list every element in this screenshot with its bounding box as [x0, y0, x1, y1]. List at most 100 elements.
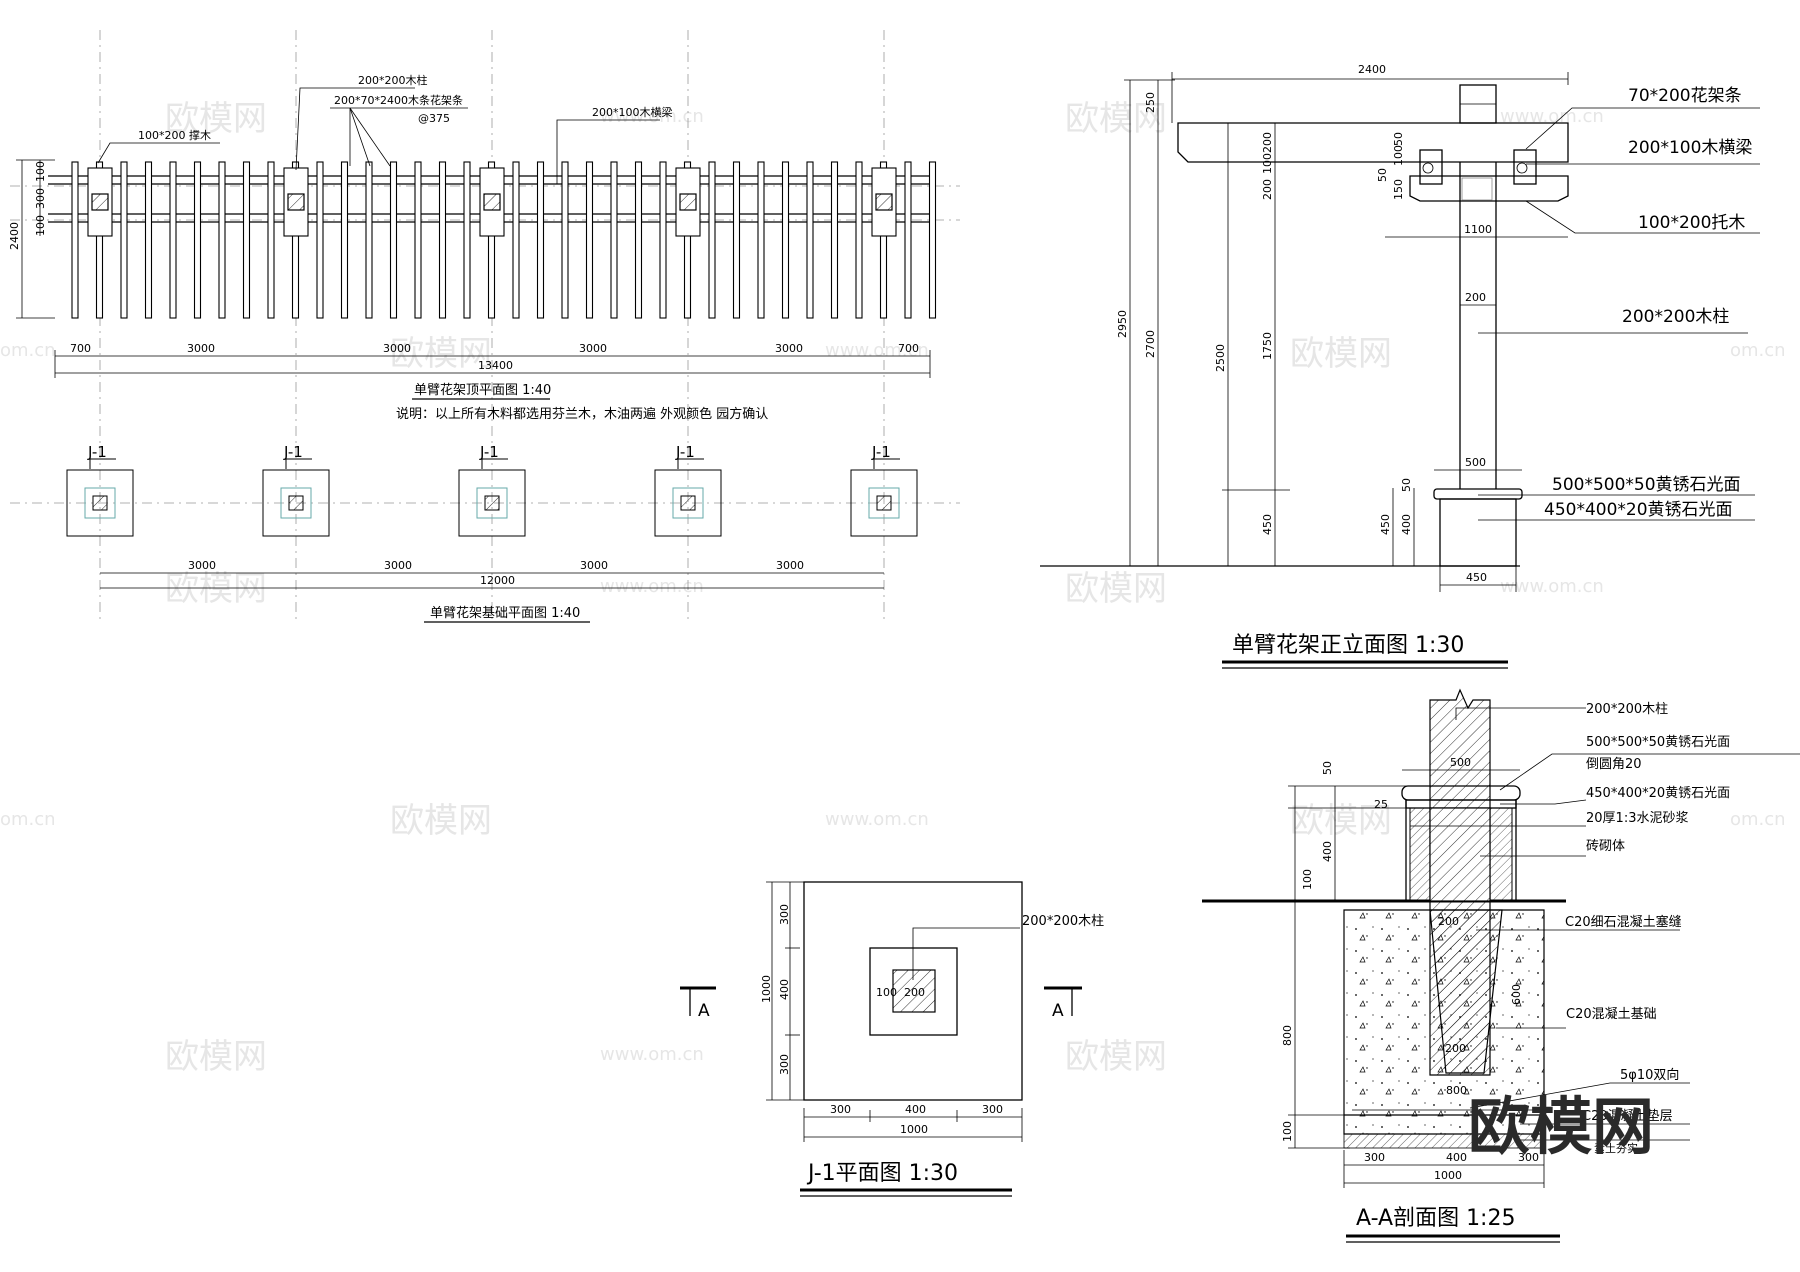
slat	[781, 161, 790, 319]
tag-leader	[677, 458, 704, 469]
slat	[830, 161, 839, 319]
pedestal	[672, 487, 704, 519]
watermark-brand: 欧模网	[165, 569, 267, 609]
j1-dim-h: 300	[982, 1103, 1003, 1116]
sec-label: 素土夯实	[1594, 1141, 1638, 1155]
sec-label: C20细石混凝土塞缝	[1565, 914, 1682, 930]
label-bracket: 100*200 撑木	[138, 128, 211, 142]
watermark-url: om.cn	[0, 809, 56, 830]
label-spacing: @375	[418, 112, 450, 125]
elev-label: 450*400*20黄锈石光面	[1544, 500, 1733, 520]
slat	[414, 161, 422, 319]
column	[875, 193, 893, 211]
elev-label: 200*200木柱	[1622, 307, 1729, 327]
slat	[463, 161, 471, 319]
slat	[879, 161, 888, 319]
elev-dim: 2700	[1144, 330, 1157, 358]
tag-leader	[873, 458, 900, 469]
sec-dim: 500	[1450, 756, 1471, 769]
dim-v: 300	[34, 188, 47, 209]
slat	[169, 161, 177, 319]
j1-dim-v-total: 1000	[760, 975, 773, 1003]
sec-dim: 1000	[1434, 1169, 1462, 1182]
j1-label: 200*200木柱	[1022, 914, 1104, 929]
elev-dim: 200	[1261, 179, 1274, 200]
plan-top: 2400 100 300 100 700 3000 3000 3000 3000…	[8, 30, 960, 620]
slat	[536, 161, 545, 319]
dim-h: 700	[70, 342, 91, 355]
slat	[144, 161, 153, 319]
slat	[659, 161, 667, 319]
slat	[389, 161, 398, 319]
section-title: A-A剖面图 1:25	[1356, 1206, 1515, 1231]
slat	[438, 161, 447, 319]
sec-label: 450*400*20黄锈石光面	[1586, 786, 1730, 801]
j1-dim-h: 400	[905, 1103, 926, 1116]
dim-h: 3000	[579, 342, 607, 355]
dim-h: 3000	[776, 559, 804, 572]
footing-column	[484, 495, 500, 511]
pedestal	[280, 487, 312, 519]
elev-label: 100*200托木	[1638, 213, 1745, 233]
footing-column	[876, 495, 892, 511]
sec-label: 5φ10双向	[1620, 1067, 1679, 1083]
slat	[365, 161, 373, 319]
elev-dim: 2500	[1214, 344, 1227, 372]
dim-h: 3000	[580, 559, 608, 572]
sec-label: C20混凝土基础	[1566, 1006, 1657, 1022]
label-beam: 200*100木横梁	[592, 105, 673, 119]
watermark-url: www.om.cn	[1500, 106, 1604, 127]
slat	[928, 161, 937, 319]
sec-dim: 100	[1281, 1121, 1294, 1142]
sec-dim: 50	[1321, 761, 1334, 775]
watermark-url: www.om.cn	[825, 809, 929, 830]
sec-label: 倒圆角20	[1586, 757, 1642, 772]
j1-dim-h-total: 1000	[900, 1123, 928, 1136]
sec-label: 砖砌体	[1586, 839, 1625, 854]
j1-inner: 100	[876, 986, 897, 999]
dim-v: 100	[34, 215, 47, 236]
column	[91, 193, 109, 211]
watermark-url: om.cn	[1730, 340, 1786, 361]
elev-dim: 2950	[1116, 310, 1129, 338]
watermark-brand: 欧模网	[390, 801, 492, 841]
sec-dim: 400	[1446, 1151, 1467, 1164]
column	[679, 193, 697, 211]
tag-leader	[285, 458, 312, 469]
sec-dim: 300	[1364, 1151, 1385, 1164]
elev-dim: 100	[1261, 153, 1274, 174]
slat-group	[71, 161, 937, 319]
slat	[242, 161, 251, 319]
sec-dim: 200	[1445, 1042, 1466, 1055]
watermark-brand: 欧模网	[165, 1037, 267, 1077]
elev-dim: 200	[1261, 132, 1274, 153]
j1-inner: 200	[904, 986, 925, 999]
elev-dim: 1100	[1464, 223, 1492, 236]
slat	[487, 161, 496, 319]
slat	[512, 161, 520, 319]
slat	[120, 161, 128, 319]
watermark-url: www.om.cn	[600, 576, 704, 597]
slat	[732, 161, 741, 319]
slat	[806, 161, 814, 319]
elev-dim: 200	[1465, 291, 1486, 304]
section-aa: 50 25 400 100 800 100 500 200 600 200 80…	[1202, 688, 1800, 1243]
slat	[340, 161, 349, 319]
watermarks: 欧模网 欧模网 欧模网 欧模网 欧模网 欧模网 欧模网 欧模网 欧模网 欧模网 …	[0, 99, 1786, 1077]
label-slats: 200*70*2400木条花架条	[334, 93, 463, 107]
sec-label: 200*200木柱	[1586, 702, 1668, 717]
sec-label: 20厚1:3水泥砂浆	[1586, 811, 1688, 826]
watermark-brand: 欧模网	[390, 334, 492, 374]
tag-leader	[89, 458, 116, 469]
elevation: 2400 1100 200 500 450 2950 2700 2500 175…	[1040, 63, 1760, 669]
slat	[561, 161, 569, 319]
footing	[850, 469, 918, 537]
elev-title: 单臂花架正立面图 1:30	[1232, 633, 1464, 658]
column-group	[87, 167, 897, 237]
watermark-url: om.cn	[0, 340, 56, 361]
elev-dim: 250	[1144, 92, 1157, 113]
watermark-brand: 欧模网	[1065, 569, 1167, 609]
elev-dim-top: 2400	[1358, 63, 1386, 76]
